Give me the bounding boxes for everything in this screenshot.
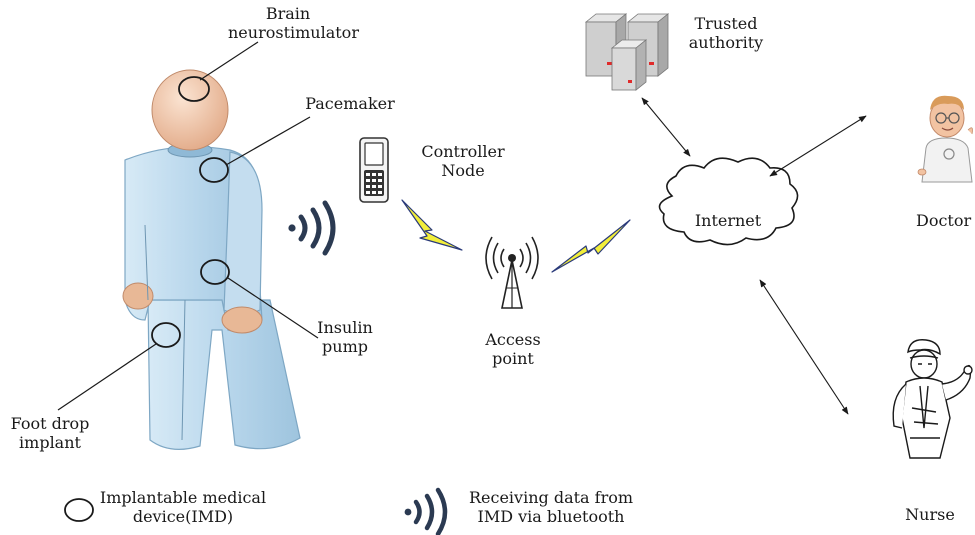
label-line: Insulin (317, 318, 373, 337)
label-line: IMD via bluetooth (477, 507, 625, 526)
label-line: device(IMD) (132, 507, 234, 526)
label-line: Access (485, 330, 541, 349)
label-line: implant (19, 433, 81, 452)
mobile-phone-icon (359, 137, 389, 203)
label-pacemaker: Pacemaker (305, 94, 395, 113)
label-line: Foot drop (10, 414, 90, 433)
patient-figure (122, 69, 301, 450)
server-icon (584, 13, 670, 91)
imd-foot-drop-marker (151, 322, 181, 348)
arrow-icon (641, 97, 867, 415)
label-nurse: Nurse (905, 505, 955, 524)
label-internet: Internet (694, 211, 762, 230)
antenna-tower-icon (485, 236, 539, 309)
label-line: Implantable medical (99, 488, 267, 507)
label-line: neurostimulator (228, 23, 359, 42)
label-line: Receiving data from (468, 488, 634, 507)
label-line: pump (322, 337, 368, 356)
label-line: Trusted (694, 14, 758, 33)
label-trusted-authority: Trusted authority (676, 14, 776, 52)
wireless-signal-icon (288, 200, 336, 256)
label-controller-node: Controller Node (408, 142, 518, 180)
cloud-icon (658, 157, 799, 246)
lightning-bolt-icon (551, 219, 631, 273)
label-insulin-pump: Insulin pump (310, 318, 380, 356)
legend-imd-label: Implantable medical device(IMD) (98, 488, 268, 526)
label-line: point (492, 349, 534, 368)
label-access-point: Access point (468, 330, 558, 368)
legend-bluetooth-label: Receiving data from IMD via bluetooth (462, 488, 640, 526)
label-line: Brain (265, 4, 311, 23)
imd-brain-marker (178, 76, 210, 102)
label-brain-neurostimulator: Brain neurostimulator (228, 4, 359, 42)
lightning-bolt-icon (401, 199, 463, 251)
label-line: authority (688, 33, 764, 52)
leader-lines (57, 41, 319, 411)
label-line: Controller (421, 142, 505, 161)
imd-pacemaker-marker (199, 157, 229, 183)
imd-insulin-marker (200, 259, 230, 285)
legend-wireless-signal-icon (404, 487, 448, 535)
doctor-icon (917, 95, 973, 183)
label-doctor: Doctor (916, 211, 972, 230)
label-line: Node (441, 161, 485, 180)
legend-imd-marker (64, 498, 94, 522)
nurse-icon (892, 339, 973, 459)
label-foot-drop-implant: Foot drop implant (0, 414, 100, 452)
